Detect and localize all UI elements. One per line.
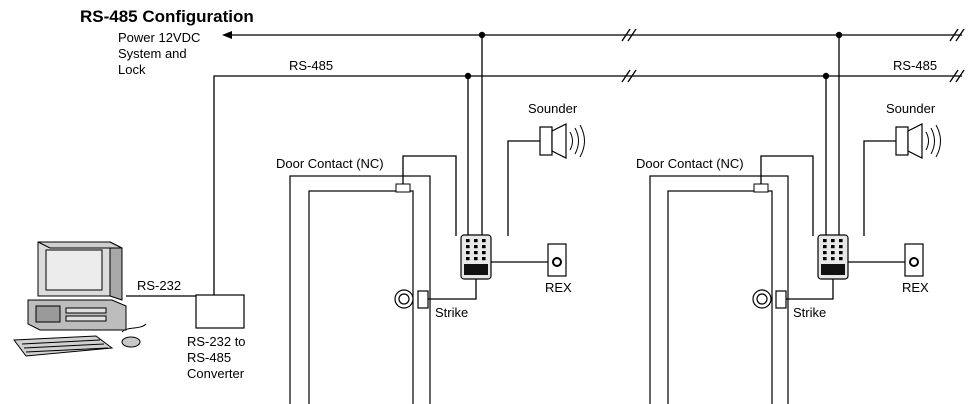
rex-button-icon bbox=[904, 243, 924, 277]
rex-label: REX bbox=[902, 280, 929, 295]
converter-label-line-1: RS-232 to bbox=[187, 334, 246, 349]
rex-label: REX bbox=[545, 280, 572, 295]
keypad-icon bbox=[817, 234, 849, 280]
keypad-icon bbox=[460, 234, 492, 280]
power-arrow-icon bbox=[222, 31, 232, 39]
sounder-label: Sounder bbox=[528, 101, 578, 116]
door-contact-label: Door Contact (NC) bbox=[636, 156, 744, 171]
sounder-icon bbox=[539, 123, 585, 159]
power-bus bbox=[222, 28, 965, 42]
computer-icon bbox=[13, 241, 147, 357]
strike-icon bbox=[394, 289, 429, 309]
mouse-icon bbox=[121, 336, 141, 348]
door-unit-2: Door Contact (NC) Sounder bbox=[636, 31, 941, 404]
door-contact-icon bbox=[395, 183, 411, 193]
diagram-title: RS-485 Configuration bbox=[80, 7, 254, 26]
door-unit-1: Door Contact (NC) Sounder bbox=[276, 31, 585, 404]
converter-box bbox=[195, 294, 245, 329]
sounder-label: Sounder bbox=[886, 101, 936, 116]
converter-label-line-3: Converter bbox=[187, 366, 245, 381]
power-label-line-3: Lock bbox=[118, 62, 146, 77]
rs485-bus: RS-485 RS-485 bbox=[213, 58, 965, 295]
rs485-label-left: RS-485 bbox=[289, 58, 333, 73]
strike-label: Strike bbox=[435, 305, 468, 320]
rex-button-icon bbox=[547, 243, 567, 277]
power-label: Power 12VDC System and Lock bbox=[118, 30, 200, 77]
door-contact-label: Door Contact (NC) bbox=[276, 156, 384, 171]
power-label-line-1: Power 12VDC bbox=[118, 30, 200, 45]
door-contact-icon bbox=[753, 183, 769, 193]
sounder-icon bbox=[895, 123, 941, 159]
power-label-line-2: System and bbox=[118, 46, 187, 61]
rs232-label: RS-232 bbox=[137, 278, 181, 293]
strike-icon bbox=[752, 289, 787, 309]
strike-label: Strike bbox=[793, 305, 826, 320]
rs485-label-right: RS-485 bbox=[893, 58, 937, 73]
converter-label: RS-232 to RS-485 Converter bbox=[187, 334, 246, 381]
converter-label-line-2: RS-485 bbox=[187, 350, 231, 365]
